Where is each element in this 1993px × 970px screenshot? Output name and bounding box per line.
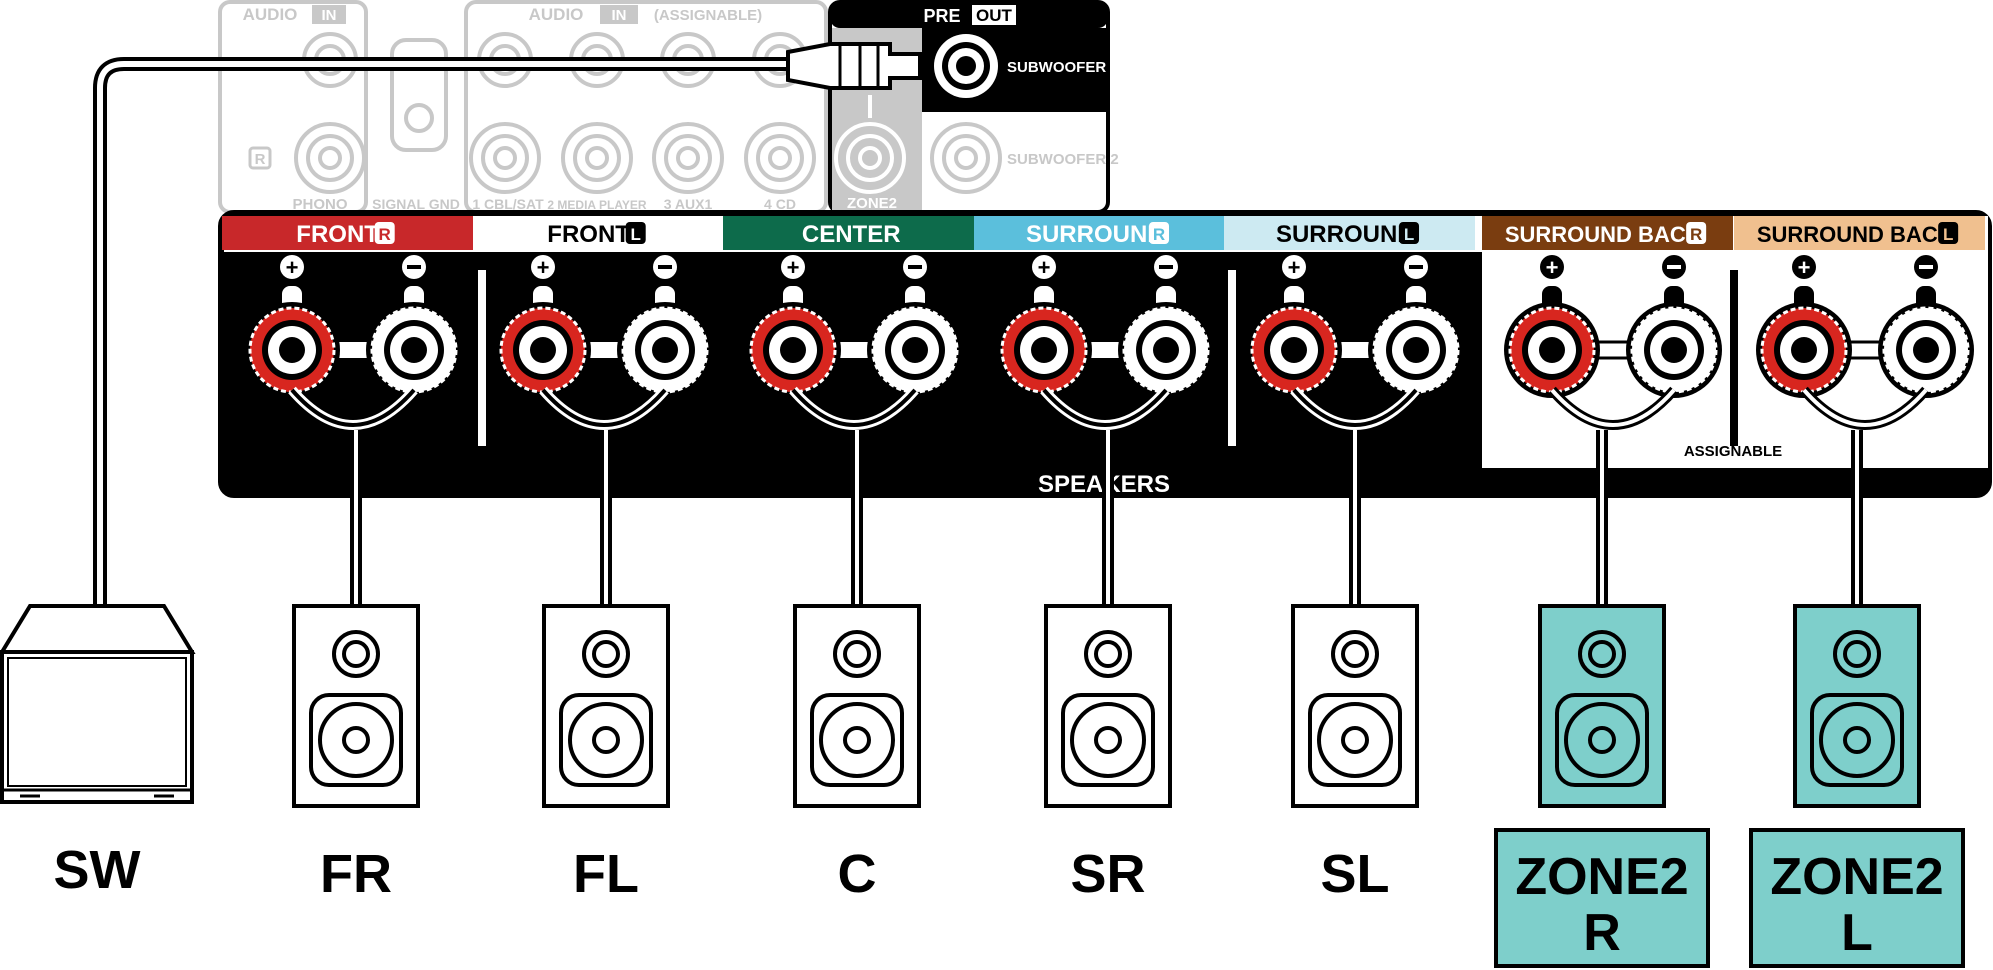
channel-name: SURROUND BACK [1757,222,1954,247]
terminal-groups: + + + + + + + [226,254,1974,466]
speaker-label: SR [1070,844,1145,904]
terminal-pair-0: + [226,254,469,466]
subwoofer-box [0,604,196,804]
speaker-label: FL [573,844,639,904]
zone2-label-line1: ZONE2 [1770,848,1943,906]
zone2-label-line1: ZONE2 [1515,848,1688,906]
out-badge: OUT [976,6,1013,25]
input-4-label: 4 CD [764,196,796,212]
input-2-label: 2 MEDIA PLAYER [547,198,646,212]
input-3-label: 3 AUX1 [664,196,713,212]
pre-label: PRE [923,6,960,26]
channel-name: FRONT [547,221,630,248]
svg-text:+: + [1798,255,1811,280]
speaker-1 [542,430,670,808]
zone2-preout-jack [834,95,906,194]
speaker-3 [1044,430,1172,808]
input-1-label: 1 CBL/SAT [472,196,544,212]
svg-text:+: + [787,255,800,280]
phono-label: PHONO [292,196,347,213]
channel-name: CENTER [802,221,901,248]
svg-text:+: + [1038,255,1051,280]
audio-in-r-label: R [255,151,266,168]
speaker-label: FR [320,844,392,904]
subwoofer-cable [93,42,922,604]
channel-name: FRONT [296,221,379,248]
zone2-speaker-0 [1538,430,1666,808]
terminal-pair-6: + [1756,255,1974,430]
speaker-0 [292,430,420,808]
subwoofer1-jack [934,34,998,98]
svg-text:+: + [1288,255,1301,280]
terminal-pair-2: + [727,254,970,466]
channel-side-badge: R [379,225,391,244]
channel-side-badge: R [1690,225,1702,244]
audio-in-labels: AUDIO IN AUDIO IN (ASSIGNABLE) R PHONO S… [243,5,796,213]
channel-side-badge: R [1153,225,1165,244]
subwoofer2-jack [930,122,1002,194]
speaker-label: SL [1320,844,1389,904]
audio-in-label: AUDIO [243,5,298,24]
subwoofer1-label: SUBWOOFER 1 [1007,59,1119,76]
svg-text:+: + [1546,255,1559,280]
audio-in-panel [218,0,828,214]
rca-plug [786,42,922,90]
terminal-pair-1: + [477,254,720,466]
subwoofer-label: SW [54,840,141,900]
svg-text:+: + [286,255,299,280]
subwoofer2-label: SUBWOOFER 2 [1007,151,1119,168]
audio-assignable-in-badge: IN [612,7,627,24]
panel-footer: SPEAKERS ASSIGNABLE [1038,443,1988,498]
speaker-label: C [838,844,877,904]
zone2-speaker-1 [1793,430,1921,808]
speaker-2 [793,430,921,808]
terminal-pair-5: + [1504,255,1722,430]
channel-side-badge: L [1404,225,1414,244]
terminal-pair-3: + [978,254,1221,466]
channel-header-2: CENTER [723,216,974,250]
audio-assignable-label: AUDIO [529,5,584,24]
signal-gnd-label: SIGNAL GND [372,196,460,212]
channel-name: SURROUND [1026,221,1165,248]
zone2-label-line2: L [1841,904,1873,962]
audio-in-in-badge: IN [322,7,337,24]
channel-side-badge: L [1943,225,1953,244]
channel-side-badge: L [631,225,641,244]
zone2-preout-label: ZONE2 [847,195,897,212]
channel-name: SURROUND BACK [1505,222,1702,247]
speaker-4 [1291,430,1419,808]
channel-name: SURROUND [1276,221,1415,248]
svg-text:+: + [537,255,550,280]
assignable-inputs-label: (ASSIGNABLE) [654,7,762,24]
pre-out-panel: PRE OUT SUBWOOFER 1 SUBWOOFER 2 ZONE2 [828,0,1119,214]
assignable-label: ASSIGNABLE [1684,443,1782,460]
zone2-label-line2: R [1583,904,1621,962]
